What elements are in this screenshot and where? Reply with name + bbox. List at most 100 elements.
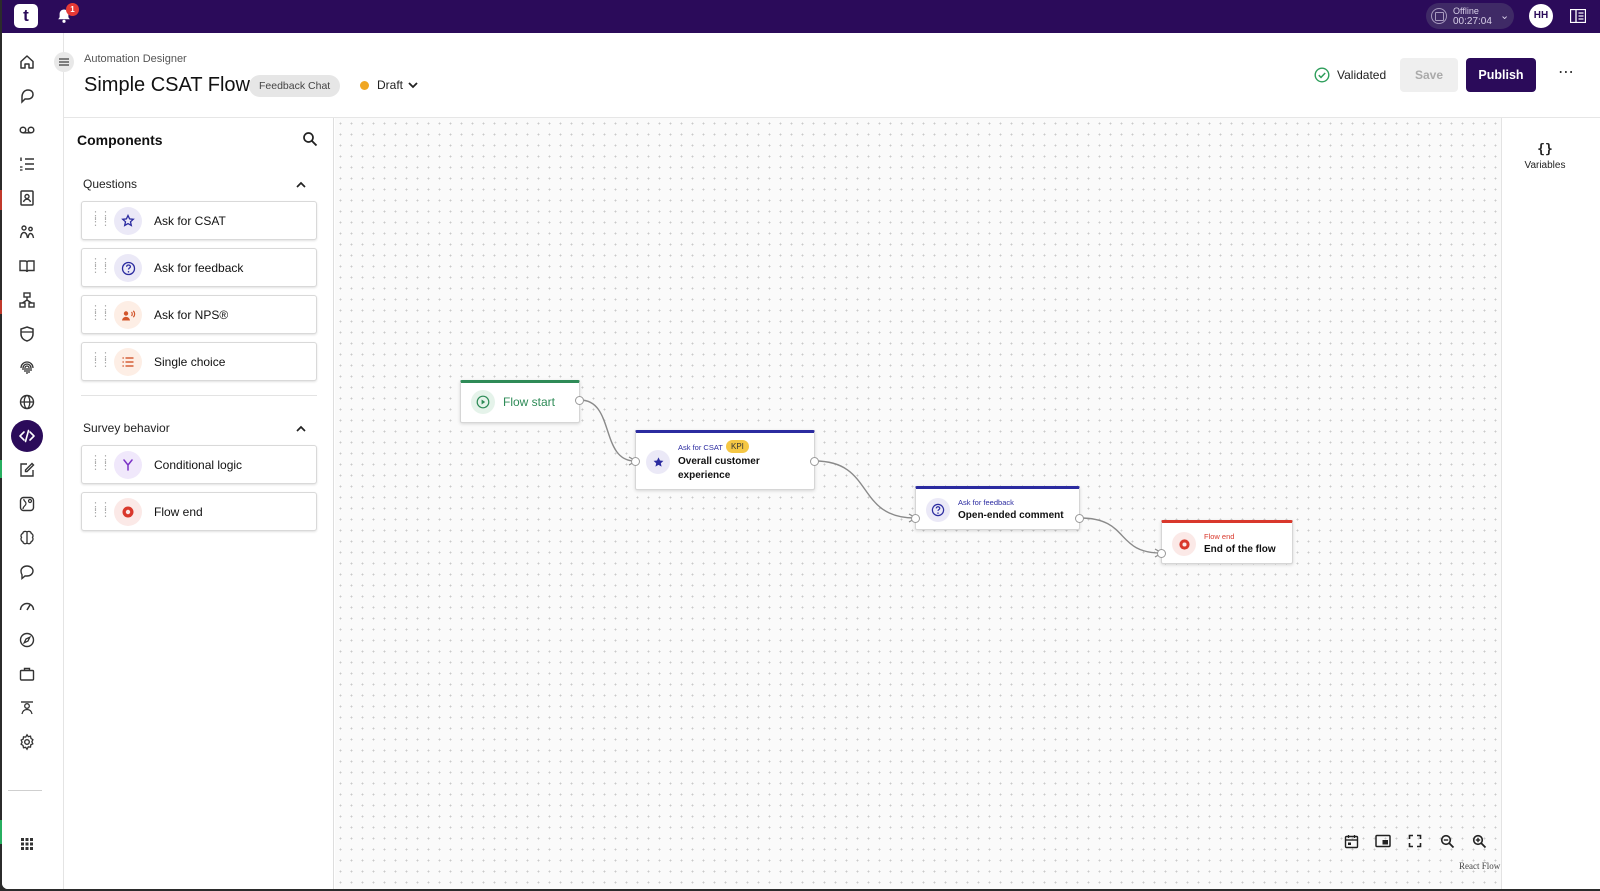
variables-label: Variables <box>1517 160 1573 171</box>
star-icon <box>646 450 670 474</box>
map-route-icon[interactable] <box>11 488 43 520</box>
flow-canvas[interactable]: Flow start Ask for CSAT KPI Overall cust… <box>335 118 1501 889</box>
edge-feedback-to-end <box>1080 518 1161 553</box>
brain-icon[interactable] <box>11 522 43 554</box>
drag-handle-icon[interactable]: ⋮⋮⋮⋮ <box>90 457 110 469</box>
components-panel: Components Questions ⋮⋮⋮⋮ Ask for CSAT ⋮… <box>64 118 334 889</box>
node-title: End of the flow <box>1204 543 1276 557</box>
speech-bubble-icon[interactable] <box>11 80 43 112</box>
knowledge-book-icon[interactable] <box>11 250 43 282</box>
offline-status-icon <box>1431 8 1447 24</box>
collapse-panel-button[interactable] <box>54 52 74 72</box>
zoom-in-icon[interactable] <box>1467 829 1491 853</box>
edge-start-to-csat <box>580 400 635 461</box>
variables-button[interactable]: {} Variables <box>1517 142 1573 171</box>
component-ask-for-feedback[interactable]: ⋮⋮⋮⋮ Ask for feedback <box>81 248 317 287</box>
node-ask-for-feedback[interactable]: Ask for feedback Open-ended comment <box>915 486 1080 530</box>
section-divider <box>81 395 317 396</box>
fit-view-icon[interactable] <box>1403 829 1427 853</box>
braces-icon: {} <box>1517 142 1573 157</box>
component-label: Ask for feedback <box>154 261 243 275</box>
routing-icon[interactable] <box>11 284 43 316</box>
chevron-up-icon[interactable] <box>294 178 308 192</box>
node-type: Ask for CSAT <box>678 443 723 452</box>
gear-icon[interactable] <box>11 726 43 758</box>
node-input-handle[interactable] <box>911 514 920 523</box>
speaker-icon <box>114 301 142 329</box>
node-output-handle[interactable] <box>810 457 819 466</box>
briefcase-icon[interactable] <box>11 658 43 690</box>
minimap-icon[interactable] <box>1371 829 1395 853</box>
chevron-down-icon <box>406 78 420 92</box>
home-icon[interactable] <box>11 46 43 78</box>
component-label: Single choice <box>154 355 225 369</box>
contact-card-icon[interactable] <box>11 182 43 214</box>
nav-divider <box>8 790 42 791</box>
status-label: Offline <box>1453 6 1479 16</box>
top-bar: t 1 Offline 00:27:04 ⌄ HH <box>2 0 1600 33</box>
search-icon[interactable] <box>302 131 318 147</box>
breadcrumb[interactable]: Automation Designer <box>84 53 187 65</box>
canvas-controls <box>1335 826 1495 856</box>
list-icon <box>114 348 142 376</box>
user-avatar[interactable]: HH <box>1529 4 1553 28</box>
component-ask-for-csat[interactable]: ⋮⋮⋮⋮ Ask for CSAT <box>81 201 317 240</box>
status-timer: 00:27:04 <box>1453 16 1492 27</box>
node-input-handle[interactable] <box>631 457 640 466</box>
drag-handle-icon[interactable]: ⋮⋮⋮⋮ <box>90 213 110 225</box>
notification-badge: 1 <box>66 3 79 16</box>
component-label: Ask for NPS® <box>154 308 228 322</box>
drag-handle-icon[interactable]: ⋮⋮⋮⋮ <box>90 354 110 366</box>
drag-handle-icon[interactable]: ⋮⋮⋮⋮ <box>90 260 110 272</box>
publish-button[interactable]: Publish <box>1466 58 1536 92</box>
draft-state-dropdown[interactable]: Draft <box>360 78 420 92</box>
app-logo[interactable]: t <box>14 4 38 28</box>
component-label: Conditional logic <box>154 458 242 472</box>
agent-support-icon[interactable] <box>11 692 43 724</box>
drag-handle-icon[interactable]: ⋮⋮⋮⋮ <box>90 504 110 516</box>
stop-icon <box>114 498 142 526</box>
component-flow-end[interactable]: ⋮⋮⋮⋮ Flow end <box>81 492 317 531</box>
question-icon <box>926 498 950 522</box>
component-conditional-logic[interactable]: ⋮⋮⋮⋮ Conditional logic <box>81 445 317 484</box>
numbered-list-icon[interactable] <box>11 148 43 180</box>
save-button[interactable]: Save <box>1400 58 1458 92</box>
drag-handle-icon[interactable]: ⋮⋮⋮⋮ <box>90 307 110 319</box>
component-single-choice[interactable]: ⋮⋮⋮⋮ Single choice <box>81 342 317 381</box>
node-flow-start[interactable]: Flow start <box>460 380 580 423</box>
agent-status-selector[interactable]: Offline 00:27:04 ⌄ <box>1426 3 1514 29</box>
node-title: Overall customer experience <box>678 455 808 483</box>
edge-csat-to-feedback <box>815 461 915 518</box>
star-icon <box>114 207 142 235</box>
app-grid-icon[interactable] <box>11 828 43 860</box>
zoom-out-icon[interactable] <box>1435 829 1459 853</box>
section-survey-behavior[interactable]: Survey behavior <box>83 421 170 435</box>
more-options-icon[interactable]: ⋯ <box>1554 63 1578 87</box>
side-panel-icon[interactable] <box>1570 9 1586 23</box>
gauge-icon[interactable] <box>11 590 43 622</box>
node-flow-end[interactable]: Flow end End of the flow <box>1161 520 1293 564</box>
node-output-handle[interactable] <box>1075 514 1084 523</box>
react-flow-attribution[interactable]: React Flow <box>1459 861 1500 871</box>
globe-icon[interactable] <box>11 386 43 418</box>
node-ask-for-csat[interactable]: Ask for CSAT KPI Overall customer experi… <box>635 430 815 490</box>
node-title: Flow start <box>503 395 555 409</box>
calendar-icon[interactable] <box>1339 829 1363 853</box>
edit-icon[interactable] <box>11 454 43 486</box>
kpi-badge: KPI <box>726 440 749 453</box>
chevron-up-icon[interactable] <box>294 422 308 436</box>
component-ask-for-nps[interactable]: ⋮⋮⋮⋮ Ask for NPS® <box>81 295 317 334</box>
compass-icon[interactable] <box>11 624 43 656</box>
chat-bubble-icon[interactable] <box>11 556 43 588</box>
shield-icon[interactable] <box>11 318 43 350</box>
window-edge <box>0 0 2 891</box>
code-icon[interactable] <box>11 420 43 452</box>
section-questions[interactable]: Questions <box>83 177 137 191</box>
component-label: Flow end <box>154 505 203 519</box>
node-input-handle[interactable] <box>1157 549 1166 558</box>
right-rail: {} Variables <box>1501 118 1600 889</box>
node-output-handle[interactable] <box>575 396 584 405</box>
team-icon[interactable] <box>11 216 43 248</box>
fingerprint-icon[interactable] <box>11 352 43 384</box>
voicemail-icon[interactable] <box>11 114 43 146</box>
